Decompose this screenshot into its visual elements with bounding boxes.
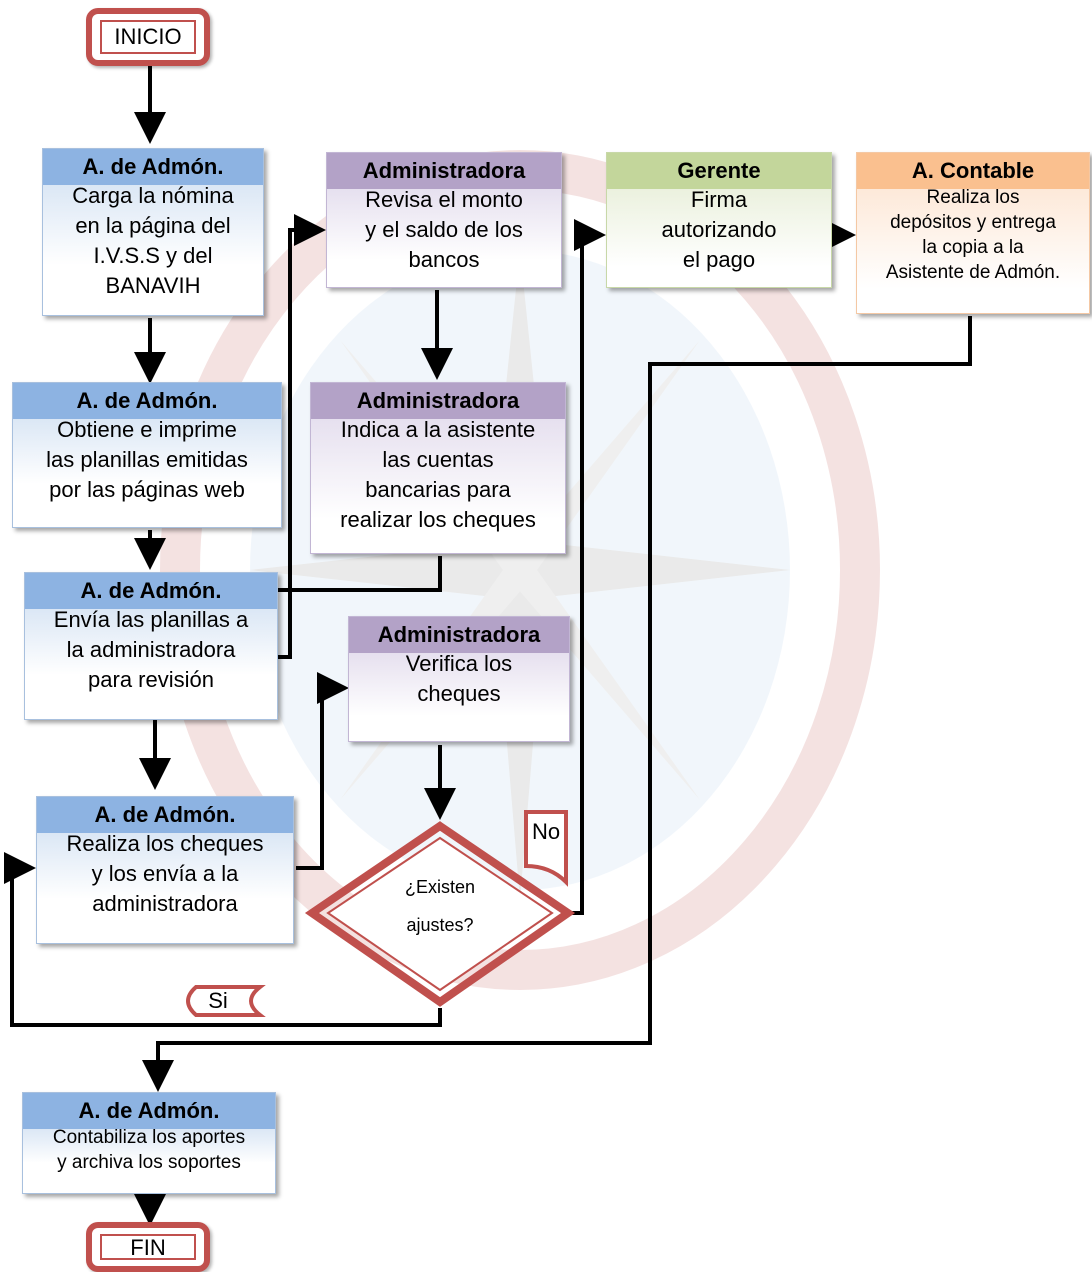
step-text: Verifica los cheques — [405, 651, 513, 706]
arrow-realiza-verifica — [296, 672, 349, 870]
step-contabiliza-aportes: A. de Admón. Contabiliza los aportes y a… — [22, 1092, 276, 1194]
arrow-decision-no — [567, 219, 606, 915]
actor-label: A. de Admón. — [80, 578, 222, 603]
actor-label: Administradora — [362, 158, 526, 183]
actor-label: A. de Admón. — [82, 154, 224, 179]
actor-label: A. de Admón. — [94, 802, 236, 827]
step-text: Indica a la asistente las cuentas bancar… — [340, 417, 536, 532]
start-label: INICIO — [100, 20, 196, 54]
step-text: Carga la nómina en la página del I.V.S.S… — [72, 183, 234, 298]
step-text: Realiza los cheques y los envía a la adm… — [66, 831, 264, 916]
actor-label: Administradora — [356, 388, 520, 413]
step-contable-depositos: A. Contable Realiza los depósitos y entr… — [856, 152, 1090, 314]
end-label: FIN — [100, 1234, 196, 1260]
actor-label: Administradora — [377, 622, 541, 647]
end-terminal: FIN — [86, 1222, 210, 1272]
si-tag-shape — [186, 985, 266, 1017]
start-terminal: INICIO — [86, 8, 210, 66]
step-revisa-monto: Administradora Revisa el monto y el sald… — [326, 152, 562, 288]
arrow-decision-si — [4, 852, 442, 1027]
actor-label: A. Contable — [911, 158, 1035, 183]
actor-label: Gerente — [677, 158, 761, 183]
no-tag-shape — [524, 810, 568, 887]
step-text: Realiza los depósitos y entrega la copia… — [885, 187, 1061, 283]
step-text: Revisa el monto y el saldo de los bancos — [365, 187, 523, 272]
step-text: Envía las planillas a la administradora … — [53, 607, 249, 692]
step-realiza-cheques: A. de Admón. Realiza los cheques y los e… — [36, 796, 294, 944]
no-tag-label: No — [531, 819, 561, 844]
step-text: Contabiliza los aportes y archiva los so… — [52, 1127, 246, 1173]
decision-text: ¿Existen ajustes? — [404, 877, 476, 935]
step-indica-cuentas: Administradora Indica a la asistente las… — [310, 382, 566, 554]
decision-diamond — [304, 821, 576, 1007]
actor-label: A. de Admón. — [78, 1098, 220, 1123]
step-envia-planillas: A. de Admón. Envía las planillas a la ad… — [24, 572, 278, 720]
step-verifica-cheques: Administradora Verifica los cheques — [348, 616, 570, 742]
arrow-step3-revisa — [278, 214, 326, 659]
step-gerente-firma: Gerente Firma autorizando el pago — [606, 152, 832, 288]
step-text: Firma autorizando el pago — [661, 187, 777, 272]
si-tag-label: Si — [208, 988, 228, 1013]
arrow-contable-final — [142, 316, 972, 1092]
step-text: Obtiene e imprime las planillas emitidas… — [46, 417, 248, 502]
step-obtiene-planillas: A. de Admón. Obtiene e imprime las plani… — [12, 382, 282, 528]
step-carga-nomina: A. de Admón. Carga la nómina en la págin… — [42, 148, 264, 316]
actor-label: A. de Admón. — [76, 388, 218, 413]
